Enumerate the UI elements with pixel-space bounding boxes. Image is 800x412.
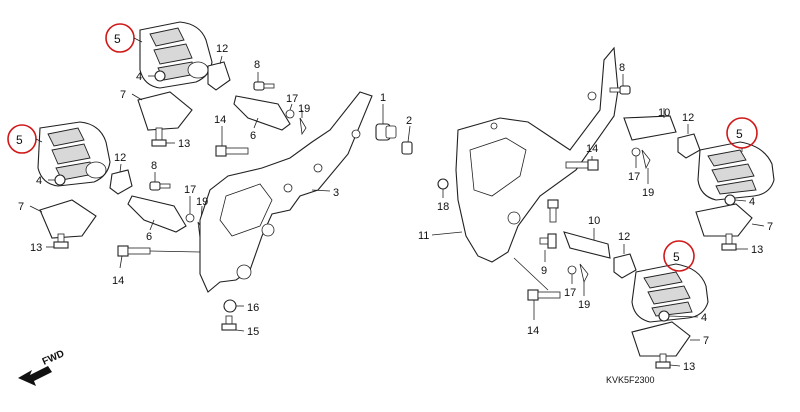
washer-17-upper-right bbox=[631, 147, 641, 157]
callout-11: 11 bbox=[418, 230, 429, 242]
washer-upper-right bbox=[724, 194, 736, 206]
callout-18: 18 bbox=[437, 201, 449, 213]
step-bracket-10-lower-right bbox=[563, 231, 611, 259]
collar-12-upper-right bbox=[677, 133, 701, 159]
highlight-circle-5-lower-right bbox=[663, 240, 695, 272]
callout-10: 10 bbox=[658, 107, 670, 119]
footpeg-upper-left bbox=[139, 21, 213, 89]
callout-13: 13 bbox=[751, 244, 763, 256]
callout-7: 7 bbox=[18, 201, 24, 213]
callout-5: 5 bbox=[736, 127, 743, 141]
bolt-13-upper-left bbox=[151, 127, 167, 147]
callout-2: 2 bbox=[406, 115, 412, 127]
callout-12: 12 bbox=[682, 112, 694, 124]
step-bracket-upper-left bbox=[233, 95, 291, 131]
callout-17: 17 bbox=[564, 287, 576, 299]
callout-12: 12 bbox=[216, 43, 228, 55]
callout-9: 9 bbox=[541, 265, 547, 277]
footpeg-lower-left bbox=[37, 121, 111, 187]
washer-lower-left bbox=[54, 174, 66, 186]
washer-upper-left bbox=[154, 70, 166, 82]
bolt-9-right bbox=[539, 233, 557, 249]
callout-8: 8 bbox=[254, 59, 260, 71]
callout-13: 13 bbox=[683, 361, 695, 373]
callout-15: 15 bbox=[247, 326, 259, 338]
callout-6: 6 bbox=[146, 231, 152, 243]
collar-1-left bbox=[375, 123, 397, 141]
bolt-18-right bbox=[437, 178, 449, 190]
main-step-holder-right bbox=[455, 46, 619, 263]
rubber-lower-left bbox=[39, 199, 97, 239]
callout-5: 5 bbox=[16, 133, 23, 147]
diagram-part-code: KVK5F2300 bbox=[606, 375, 655, 385]
callout-4: 4 bbox=[36, 175, 42, 187]
rubber-lower-right bbox=[631, 321, 691, 357]
callout-7: 7 bbox=[767, 221, 773, 233]
bolt-13-lower-left bbox=[53, 233, 69, 249]
bolt-15-left bbox=[221, 315, 237, 331]
collar-12-lower-left bbox=[109, 169, 133, 195]
callout-12: 12 bbox=[114, 152, 126, 164]
callout-6: 6 bbox=[250, 130, 256, 142]
forward-direction-arrow: FWD bbox=[18, 348, 66, 386]
collar-12-upper-left bbox=[207, 61, 231, 91]
callout-19: 19 bbox=[578, 299, 590, 311]
bolt-13-upper-right bbox=[721, 233, 737, 251]
washer-17-upper-left bbox=[285, 109, 295, 119]
rubber-upper-left bbox=[137, 91, 193, 131]
callout-17: 17 bbox=[628, 171, 640, 183]
footpeg-lower-right bbox=[631, 263, 709, 323]
fwd-label: FWD bbox=[41, 348, 66, 367]
washer-lower-right bbox=[658, 310, 670, 322]
collar-12-lower-right bbox=[613, 253, 637, 279]
washer-17-lower-left bbox=[185, 213, 195, 223]
callout-1: 1 bbox=[380, 92, 386, 104]
callout-5: 5 bbox=[673, 250, 680, 264]
callout-14: 14 bbox=[586, 143, 598, 155]
pin-8-lower-left bbox=[149, 181, 171, 191]
bolt-14-lower-left bbox=[117, 245, 151, 257]
callout-13: 13 bbox=[178, 138, 190, 150]
callout-4: 4 bbox=[701, 312, 707, 324]
callout-4: 4 bbox=[749, 196, 755, 208]
callout-17: 17 bbox=[184, 184, 196, 196]
callout-7: 7 bbox=[703, 335, 709, 347]
pin-8-right bbox=[609, 85, 631, 95]
main-step-holder-left bbox=[199, 91, 373, 293]
callout-14: 14 bbox=[112, 275, 124, 287]
callout-10: 10 bbox=[588, 215, 600, 227]
callout-14: 14 bbox=[527, 325, 539, 337]
callout-19: 19 bbox=[196, 196, 208, 208]
callout-13: 13 bbox=[30, 242, 42, 254]
callout-19: 19 bbox=[298, 103, 310, 115]
bolt-14-upper-left bbox=[215, 145, 249, 157]
callout-4: 4 bbox=[136, 71, 142, 83]
pin-8-upper-left bbox=[253, 81, 275, 91]
callout-19: 19 bbox=[642, 187, 654, 199]
clip-19-lower-right bbox=[579, 263, 589, 284]
callout-12: 12 bbox=[618, 231, 630, 243]
bolt-13-mid-right bbox=[547, 199, 559, 223]
callout-5: 5 bbox=[114, 32, 121, 46]
nut-16-left bbox=[223, 299, 237, 313]
washer-17-lower-right bbox=[567, 265, 577, 275]
callout-3: 3 bbox=[333, 187, 339, 199]
callout-7: 7 bbox=[120, 89, 126, 101]
callout-8: 8 bbox=[151, 160, 157, 172]
bolt-14-upper-right bbox=[565, 159, 599, 171]
bolt-14-lower-right bbox=[527, 289, 561, 301]
callout-16: 16 bbox=[247, 302, 259, 314]
step-bracket-10-upper-right bbox=[623, 115, 677, 141]
rubber-upper-right bbox=[695, 203, 753, 237]
cap-2-left bbox=[401, 141, 413, 155]
clip-19-upper-left bbox=[299, 117, 307, 136]
callout-14: 14 bbox=[214, 114, 226, 126]
footpeg-upper-right bbox=[697, 141, 775, 201]
step-bracket-lower-left bbox=[127, 195, 187, 233]
clip-19-upper-right bbox=[641, 149, 651, 170]
callout-8: 8 bbox=[619, 62, 625, 74]
callout-17: 17 bbox=[286, 93, 298, 105]
